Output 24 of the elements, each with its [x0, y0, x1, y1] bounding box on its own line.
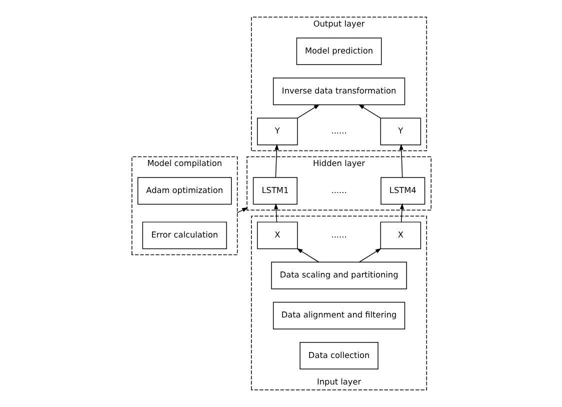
arrow	[274, 203, 278, 222]
arrow	[398, 144, 403, 178]
node-box: X	[256, 222, 298, 250]
node-box: Data scaling and partitioning	[270, 262, 406, 290]
node-box: Model prediction	[296, 38, 382, 66]
label: ......	[330, 126, 346, 136]
node-box: Data alignment and filtering	[272, 302, 405, 330]
arrow	[274, 144, 278, 178]
node-box: X	[380, 222, 421, 250]
node-box: Inverse data transformation	[272, 78, 405, 106]
arrow	[296, 248, 319, 262]
arrow	[358, 248, 381, 262]
node-box: LSTM4	[380, 177, 425, 205]
node-box: Data collection	[299, 342, 378, 370]
label: ......	[330, 184, 346, 195]
node-box: Y	[380, 118, 421, 146]
label: ......	[330, 230, 346, 240]
node-box: Y	[256, 118, 298, 146]
node-box: Adam optimization	[136, 177, 232, 205]
node-box: Error calculation	[142, 222, 226, 250]
arrow	[358, 104, 380, 118]
arrow	[296, 104, 320, 118]
arrow	[399, 203, 404, 222]
node-box: LSTM1	[252, 177, 297, 205]
